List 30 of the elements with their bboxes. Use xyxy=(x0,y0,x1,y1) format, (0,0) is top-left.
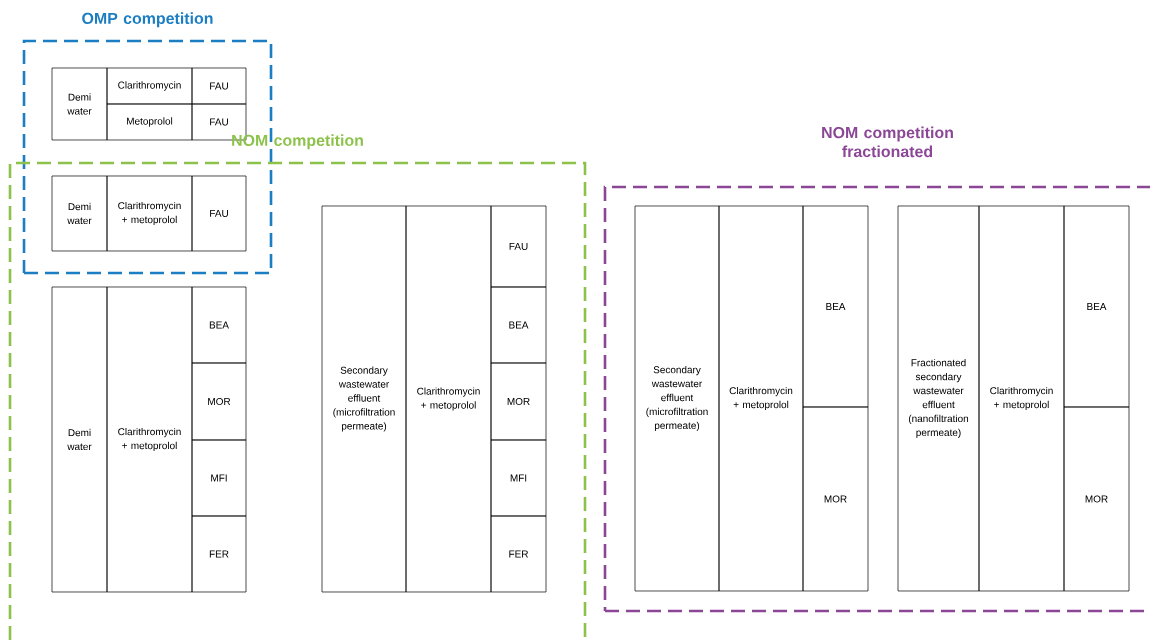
table-cell: MOR xyxy=(490,362,547,441)
table-cell: Clarithromycin + metoprolol xyxy=(106,286,193,593)
table-cell: BEA xyxy=(490,286,547,364)
table-cell: Demi water xyxy=(51,67,108,141)
table-cell: Clarithromycin + metoprolol xyxy=(978,205,1065,592)
table-cell: BEA xyxy=(191,286,247,364)
table-cell: MFI xyxy=(191,439,247,517)
table-cell: FER xyxy=(490,515,547,593)
table-cell: MFI xyxy=(490,439,547,517)
table-cell: MOR xyxy=(191,362,247,441)
table-cell: Secondary wastewater effluent (microfiltration permeate) xyxy=(321,205,407,593)
table-cell: Metoprolol xyxy=(106,103,193,141)
table-cell: MOR xyxy=(802,406,869,592)
table-cell: FAU xyxy=(191,175,247,252)
table-cell: FAU xyxy=(490,205,547,288)
table-cell: MOR xyxy=(1063,406,1130,592)
table-cell: FER xyxy=(191,515,247,593)
table-cell: Clarithromycin + metoprolol xyxy=(106,175,193,252)
table-cell: Fractionated secondary wastewater effluent (nanofiltration permeate) xyxy=(897,205,980,592)
table-cell: Clarithromycin + metoprolol xyxy=(718,205,804,592)
table-cell: Secondary wastewater effluent (microfiltration permeate) xyxy=(634,205,720,592)
node-label: OMP competition xyxy=(82,12,213,28)
table-cell: Clarithromycin xyxy=(106,67,193,105)
table-cell: Demi water xyxy=(51,175,108,252)
table-cell: Clarithromycin + metoprolol xyxy=(405,205,492,593)
table-cell: BEA xyxy=(802,205,869,408)
node-label: NOM competition fractionated xyxy=(822,126,953,158)
table-cell: FAU xyxy=(191,67,247,105)
table-cell: Demi water xyxy=(51,286,108,593)
table-cell: BEA xyxy=(1063,205,1130,408)
